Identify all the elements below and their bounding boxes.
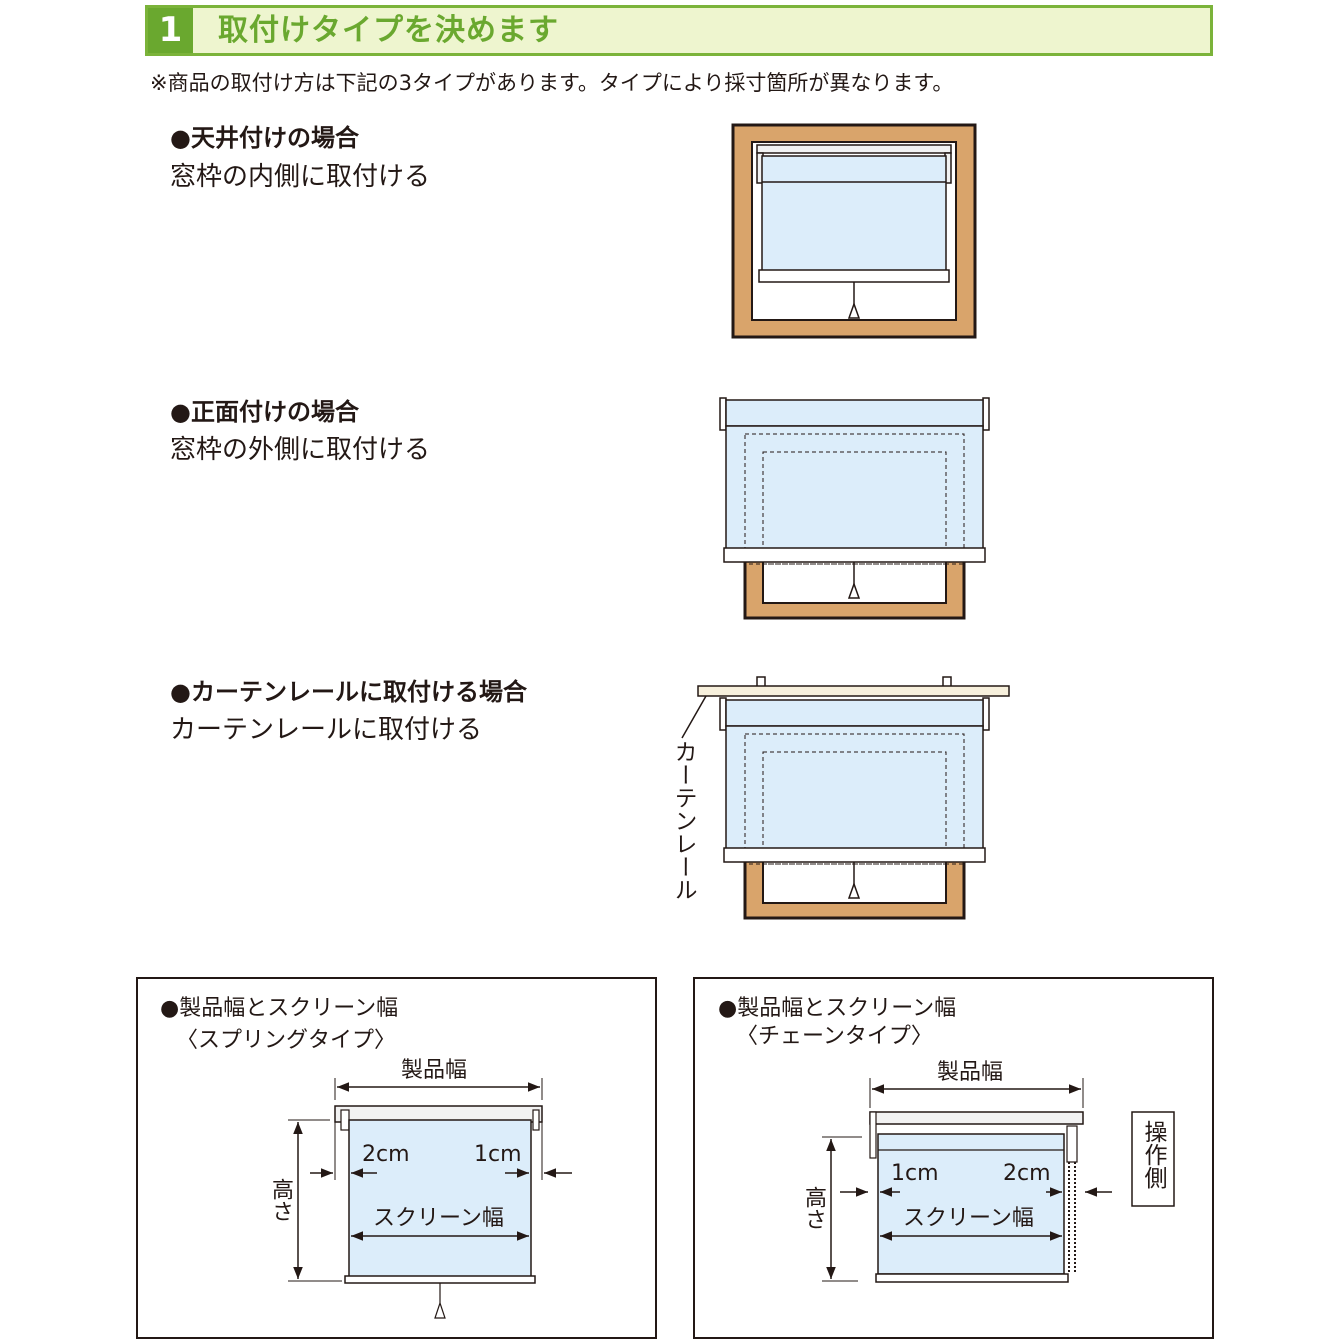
ceiling-mount-title: ●天井付けの場合 xyxy=(170,124,359,152)
step-number-badge: 1 xyxy=(148,8,193,53)
intro-note: ※商品の取付け方は下記の3タイプがあります。タイプにより採寸箇所が異なります。 xyxy=(150,71,954,95)
chain-type-box xyxy=(693,977,1214,1339)
chain-product-width-label: 製品幅 xyxy=(937,1060,1004,1085)
ceiling-mount-desc: 窓枠の内側に取付ける xyxy=(170,162,431,192)
spring-type-box xyxy=(136,977,657,1339)
spring-product-width-label: 製品幅 xyxy=(401,1058,468,1083)
section-title: 取付けタイプを決めます xyxy=(218,13,559,48)
spring-left-gap-label: 2cm xyxy=(362,1142,410,1167)
chain-left-gap-label: 1cm xyxy=(891,1161,939,1186)
spring-box-title: ●製品幅とスクリーン幅 xyxy=(160,996,399,1021)
curtain-rail-label: カーテンレール xyxy=(670,740,696,901)
chain-box-subtitle: 〈チェーンタイプ〉 xyxy=(736,1024,933,1049)
chain-height-label: 高さ xyxy=(801,1186,826,1230)
front-mount-illustration xyxy=(719,397,990,620)
section-header xyxy=(145,5,1213,56)
chain-right-gap-label: 2cm xyxy=(1003,1161,1051,1186)
curtain-rail-illustration xyxy=(681,676,1010,920)
front-mount-desc: 窓枠の外側に取付ける xyxy=(170,435,431,465)
chain-box-title: ●製品幅とスクリーン幅 xyxy=(718,996,957,1021)
spring-box-subtitle: 〈スプリングタイプ〉 xyxy=(176,1028,397,1053)
ceiling-mount-illustration xyxy=(731,123,977,339)
spring-right-gap-label: 1cm xyxy=(474,1142,522,1167)
chain-screen-width-label: スクリーン幅 xyxy=(903,1206,1034,1231)
rail-mount-desc: カーテンレールに取付ける xyxy=(170,715,483,745)
spring-height-label: 高さ xyxy=(268,1178,293,1222)
operation-side-label: 操作側 xyxy=(1140,1120,1166,1189)
rail-mount-title: ●カーテンレールに取付ける場合 xyxy=(170,678,527,706)
spring-screen-width-label: スクリーン幅 xyxy=(373,1206,504,1231)
front-mount-title: ●正面付けの場合 xyxy=(170,398,359,426)
